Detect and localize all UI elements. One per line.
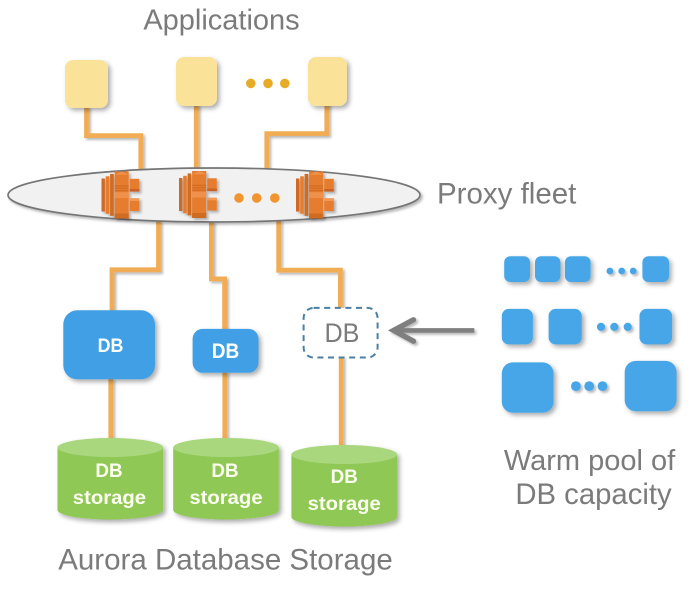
svg-text:DB: DB (95, 461, 122, 482)
svg-text:DB: DB (211, 461, 238, 482)
svg-text:storage: storage (308, 494, 381, 515)
svg-text:storage: storage (73, 488, 146, 509)
svg-text:DB: DB (212, 340, 240, 363)
svg-text:storage: storage (189, 488, 262, 509)
svg-text:Applications: Applications (143, 4, 299, 36)
svg-text:Proxy fleet: Proxy fleet (437, 177, 576, 210)
svg-text:DB: DB (331, 467, 358, 488)
svg-text:Warm pool of: Warm pool of (504, 445, 676, 477)
svg-text:DB capacity: DB capacity (515, 478, 672, 511)
svg-text:DB: DB (325, 318, 360, 348)
svg-text:DB: DB (98, 336, 124, 357)
svg-text:Aurora Database Storage: Aurora Database Storage (58, 544, 393, 577)
